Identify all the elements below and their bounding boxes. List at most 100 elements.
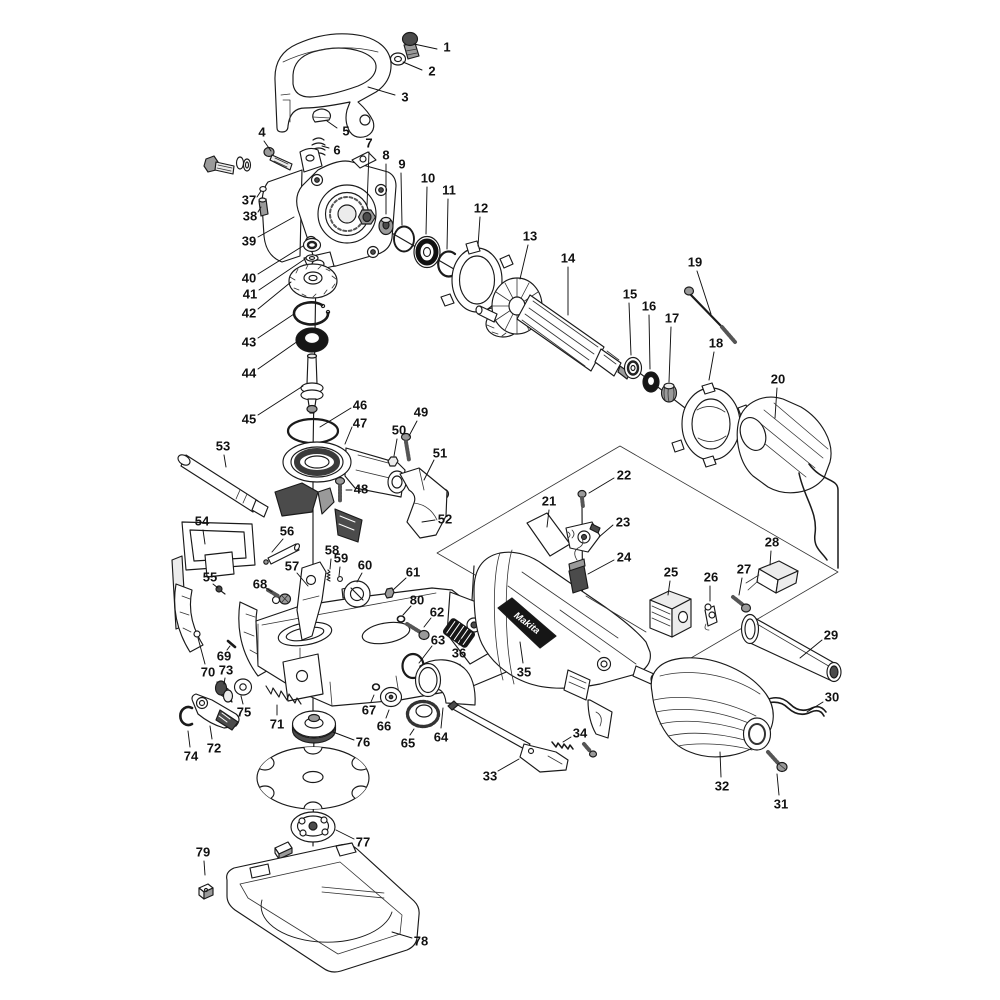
part-label-25: 25 <box>664 565 678 580</box>
leader-line-20 <box>774 387 778 419</box>
leader-line-75 <box>240 695 244 705</box>
leader-line-51 <box>423 459 435 481</box>
leader-line-1 <box>413 43 438 50</box>
leader-line-40 <box>257 245 304 275</box>
part-terminal-26 <box>704 603 718 631</box>
part-lever-72 <box>191 693 240 731</box>
part-label-32: 32 <box>715 779 729 794</box>
leader-line-70 <box>197 637 206 665</box>
part-label-30: 30 <box>825 690 839 705</box>
part-label-45: 45 <box>242 412 256 427</box>
part-pin-56 <box>263 543 301 565</box>
part-label-9: 9 <box>398 157 405 172</box>
part-label-61: 61 <box>406 565 420 580</box>
part-brush-holder-23 <box>565 521 601 553</box>
part-label-21: 21 <box>542 494 556 509</box>
part-roller-73 <box>214 680 234 703</box>
leader-line-74 <box>187 730 191 748</box>
part-pin-38 <box>258 197 269 217</box>
part-gear-42 <box>288 263 338 299</box>
part-ball-59 <box>337 576 343 582</box>
part-o-ring-9 <box>393 225 415 253</box>
leader-line-21 <box>546 509 550 528</box>
part-blade-flange-77 <box>290 811 336 843</box>
part-label-60: 60 <box>358 558 372 573</box>
part-label-78: 78 <box>414 934 428 949</box>
leader-line-19 <box>696 270 712 315</box>
part-bearing-15 <box>623 356 643 380</box>
part-base-78 <box>226 842 420 973</box>
part-o-ring-67 <box>371 683 381 691</box>
part-label-20: 20 <box>771 372 785 387</box>
leader-line-47 <box>344 426 353 445</box>
leader-line-5 <box>326 120 338 129</box>
part-screw-31 <box>766 750 788 773</box>
part-label-12: 12 <box>474 201 488 216</box>
part-pin-69 <box>226 639 237 649</box>
part-sleeve-29 <box>740 613 842 683</box>
part-label-5: 5 <box>342 124 349 139</box>
part-set-plate <box>274 841 293 860</box>
leader-line-60 <box>356 572 363 583</box>
part-label-71: 71 <box>270 717 284 732</box>
part-spindle-45 <box>300 353 324 414</box>
part-cap-5 <box>312 108 332 123</box>
part-motor-housing-35: Makita <box>473 549 660 739</box>
part-label-14: 14 <box>561 251 576 266</box>
part-label-4: 4 <box>258 125 266 140</box>
part-label-51: 51 <box>433 446 447 461</box>
part-label-23: 23 <box>616 515 630 530</box>
part-label-33: 33 <box>483 769 497 784</box>
part-label-18: 18 <box>709 336 723 351</box>
leader-line-66 <box>385 709 390 719</box>
leader-line-30 <box>806 701 824 713</box>
part-label-65: 65 <box>401 736 415 751</box>
leader-line-37 <box>256 190 262 198</box>
leader-line-4 <box>263 140 272 152</box>
part-label-26: 26 <box>704 570 718 585</box>
leader-line-39 <box>257 216 295 238</box>
leader-line-54 <box>202 529 206 545</box>
part-snap-ring-11 <box>437 250 458 278</box>
leader-line-43 <box>257 313 295 339</box>
part-dust-elbow-64 <box>414 659 476 706</box>
part-label-59: 59 <box>334 551 348 566</box>
part-label-79: 79 <box>196 845 210 860</box>
part-label-39: 39 <box>242 234 256 249</box>
part-label-68: 68 <box>253 577 267 592</box>
part-label-52: 52 <box>438 512 452 527</box>
part-screw-22 <box>577 489 587 509</box>
part-label-57: 57 <box>285 559 299 574</box>
leader-line-46 <box>319 407 352 428</box>
part-label-49: 49 <box>414 405 428 420</box>
leader-line-18 <box>708 351 715 381</box>
leader-line-36 <box>458 638 462 646</box>
part-label-47: 47 <box>353 416 367 431</box>
part-label-46: 46 <box>353 398 367 413</box>
leader-line-78 <box>391 931 413 939</box>
part-screw-27 <box>731 595 752 613</box>
part-spring-6 <box>311 137 326 156</box>
diagram-artwork: Makita <box>171 31 842 973</box>
leader-line-28 <box>769 550 772 566</box>
leader-line-50 <box>393 438 398 457</box>
part-bracket-52 <box>399 467 448 539</box>
part-label-75: 75 <box>237 705 251 720</box>
leader-line-34 <box>562 736 572 743</box>
part-lock-knob-65 <box>405 699 441 729</box>
part-label-10: 10 <box>421 171 435 186</box>
part-bearing-retainer-18 <box>671 382 750 468</box>
part-nut-61 <box>384 587 395 599</box>
part-upper-base-47 <box>274 441 407 543</box>
leader-line-79 <box>203 860 206 876</box>
leader-line-35 <box>519 641 524 664</box>
part-label-15: 15 <box>623 287 637 302</box>
leader-line-80 <box>402 605 412 616</box>
leader-line-62 <box>423 617 432 628</box>
leader-line-63 <box>418 645 433 664</box>
part-label-22: 22 <box>617 468 631 483</box>
part-label-44: 44 <box>242 366 257 381</box>
part-label-66: 66 <box>377 719 391 734</box>
leader-line-55 <box>212 583 219 589</box>
